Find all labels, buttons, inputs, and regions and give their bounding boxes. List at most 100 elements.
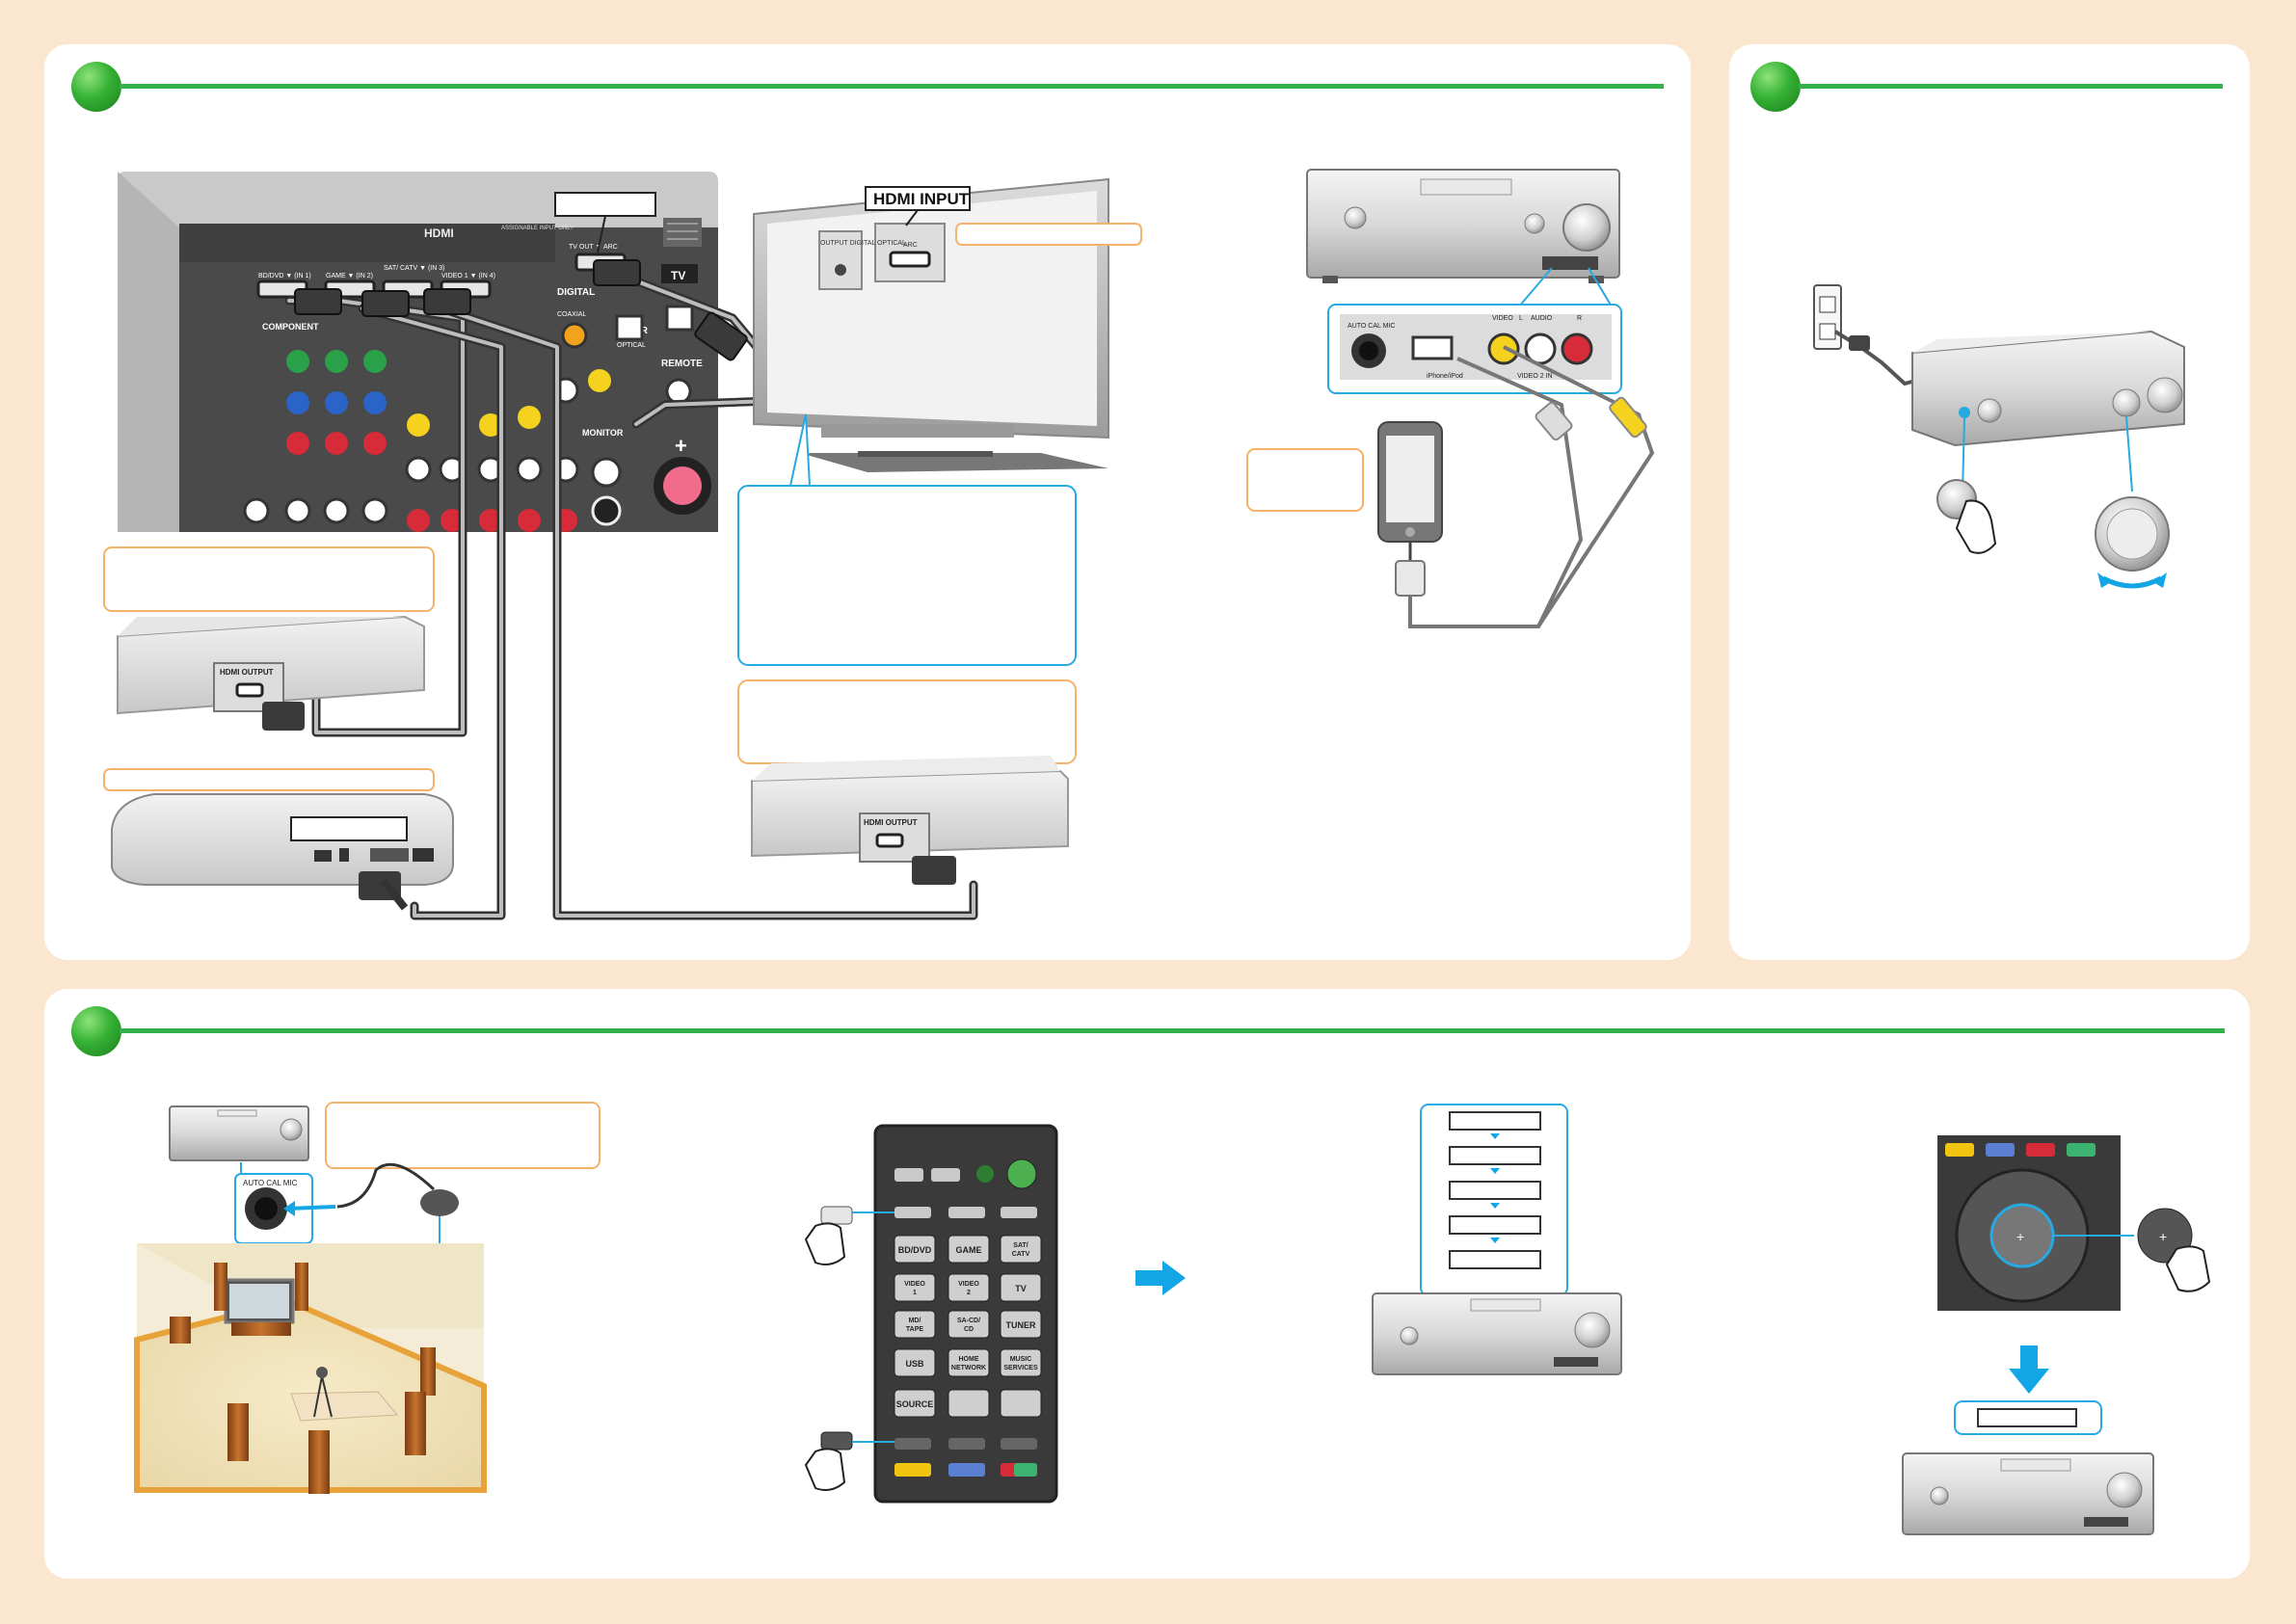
step-3-rule [120,1028,2225,1033]
remote-key-md-tape[interactable] [894,1310,936,1339]
remote-key-label: CATV [1012,1251,1030,1258]
svg-text:+: + [2159,1229,2167,1244]
remote-key-bd-dvd[interactable] [894,1235,936,1264]
auto-cal-mic-jack: AUTO CAL MIC [234,1173,336,1244]
remote-key-sa-cd-cd[interactable] [948,1310,990,1339]
receiver-front-step3a [1372,1292,1622,1375]
step3-auto-cal-mic-label: AUTO CAL MIC [243,1179,298,1187]
remote-key-tv[interactable] [1000,1273,1042,1302]
svg-text:+: + [675,434,687,458]
remote-key-label: HOME [959,1356,979,1363]
wall-outlet [1813,284,1927,386]
assignable-input-label: ASSIGNABLE INPUT ONLY [501,226,574,231]
sat-catv-in3-label: SAT/ CATV ▼ (IN 3) [384,265,444,272]
remote-key-label: SERVICES [1003,1365,1038,1371]
receiver-power [1911,330,2185,447]
bd-player-callout [737,679,1077,764]
remote-key-label: GAME [956,1245,982,1255]
zoom-video-label: VIDEO [1492,315,1513,322]
hdmi-input-label: HDMI INPUT [873,190,970,208]
remote-key-blank[interactable] [948,1389,990,1418]
remote-key-video1[interactable] [894,1273,936,1302]
remote-key-label: SOURCE [896,1399,934,1409]
remote-key-label: TAPE [906,1326,923,1333]
remote-hand-2 [804,1431,894,1491]
remote-key-music-services[interactable] [1000,1348,1042,1377]
panel-power [1729,44,2250,960]
cable-box: HDMI OUTPUT [117,615,425,731]
cable-box-hdmi-output-label: HDMI OUTPUT [220,668,274,677]
remote-key-label: SA-CD/ [957,1318,980,1324]
remote-key-label: TV [1015,1284,1027,1293]
tv-callout [955,223,1142,246]
hdmi-input-label-box: HDMI INPUT [865,186,971,226]
remote-key-sat-catv[interactable] [1000,1235,1042,1264]
digital-label: DIGITAL [557,287,595,298]
receiver-front [1306,169,1620,283]
remote-key-blank[interactable] [1000,1389,1042,1418]
remote-key-label: VIDEO [904,1281,925,1288]
monitor-label: MONITOR [582,428,624,438]
remote-key-label: 2 [967,1290,971,1296]
tv-out-arc-callout [554,192,656,217]
component-label: COMPONENT [262,322,319,332]
zoom-iphone-ipod-label: iPhone/iPod [1427,373,1463,380]
zoom-l-label: L [1519,315,1523,322]
pointing-hand-icon [804,1448,846,1491]
bd-player: HDMI OUTPUT [751,756,1069,885]
remote-key-home-network[interactable] [948,1348,990,1377]
display-sequence [1420,1104,1568,1296]
rotate-arrows-icon [2101,575,2163,589]
video1-in4-label: VIDEO 1 ▼ (IN 4) [441,273,495,280]
remote-key-source[interactable] [894,1389,936,1418]
receiver-front-step3b [1902,1400,2154,1535]
zoom-audio-label: AUDIO [1531,315,1553,322]
remote-key-label: TUNER [1006,1320,1036,1330]
step-1-rule [120,84,1664,89]
receiver-small-setup [169,1105,309,1161]
remote-label: REMOTE [661,359,703,369]
step-3-marker-icon [71,1006,121,1056]
iphone [1377,421,1443,597]
zoom-auto-cal-mic-label: AUTO CAL MIC [1348,323,1395,330]
remote-key-label: BD/DVD [898,1245,932,1255]
hdmi-section-label: HDMI [424,226,454,240]
remote-key-label: SAT/ [1013,1242,1028,1249]
remote-key-tuner[interactable] [1000,1310,1042,1339]
iphone-callout [1246,448,1364,512]
arrow-down-icon [2009,1345,2049,1394]
game-console-callout [103,768,435,791]
tv-output-digital-optical-label: OUTPUT DIGITAL OPTICAL [820,240,906,247]
remote-key-game[interactable] [948,1235,990,1264]
remote-key-label: NETWORK [951,1365,986,1371]
room-illustration [134,1243,487,1494]
power-button-press [1936,479,1997,554]
game-console [111,793,454,911]
cable-box-callout [103,546,435,612]
svg-text:+: + [2016,1229,2024,1244]
optical-label: OPTICAL [617,342,646,349]
remote-key-usb[interactable] [894,1348,936,1377]
arc-info-callout [737,485,1077,666]
pointing-hand-icon [2165,1245,2211,1292]
bd-dvd-in1-label: BD/DVD ▼ (IN 1) [258,273,311,280]
zoom-video-2-in-label: VIDEO 2 IN [1517,373,1553,380]
tv-section-label: TV [671,269,685,282]
pointing-hand-icon [804,1222,846,1265]
remote-key-label: 1 [913,1290,917,1296]
remote-hand-1 [804,1206,894,1265]
remote-key-label: MUSIC [1010,1356,1032,1363]
step-2-rule [1799,84,2223,89]
remote-key-label: USB [905,1359,924,1369]
tv-arc-label: ARC [903,242,918,249]
mic-callout [325,1102,601,1169]
bd-player-hdmi-output-label: HDMI OUTPUT [864,818,918,827]
remote-key-label: MD/ [909,1318,921,1324]
tv-out-arc-label: TV OUT ▼ ARC [569,244,618,251]
coaxial-label: COAXIAL [557,311,586,318]
front-panel-zoom: AUTO CAL MIC VIDEO L AUDIO R iPhone/iPod… [1327,304,1622,394]
remote-key-video2[interactable] [948,1273,990,1302]
zoom-r-label: R [1577,315,1582,322]
